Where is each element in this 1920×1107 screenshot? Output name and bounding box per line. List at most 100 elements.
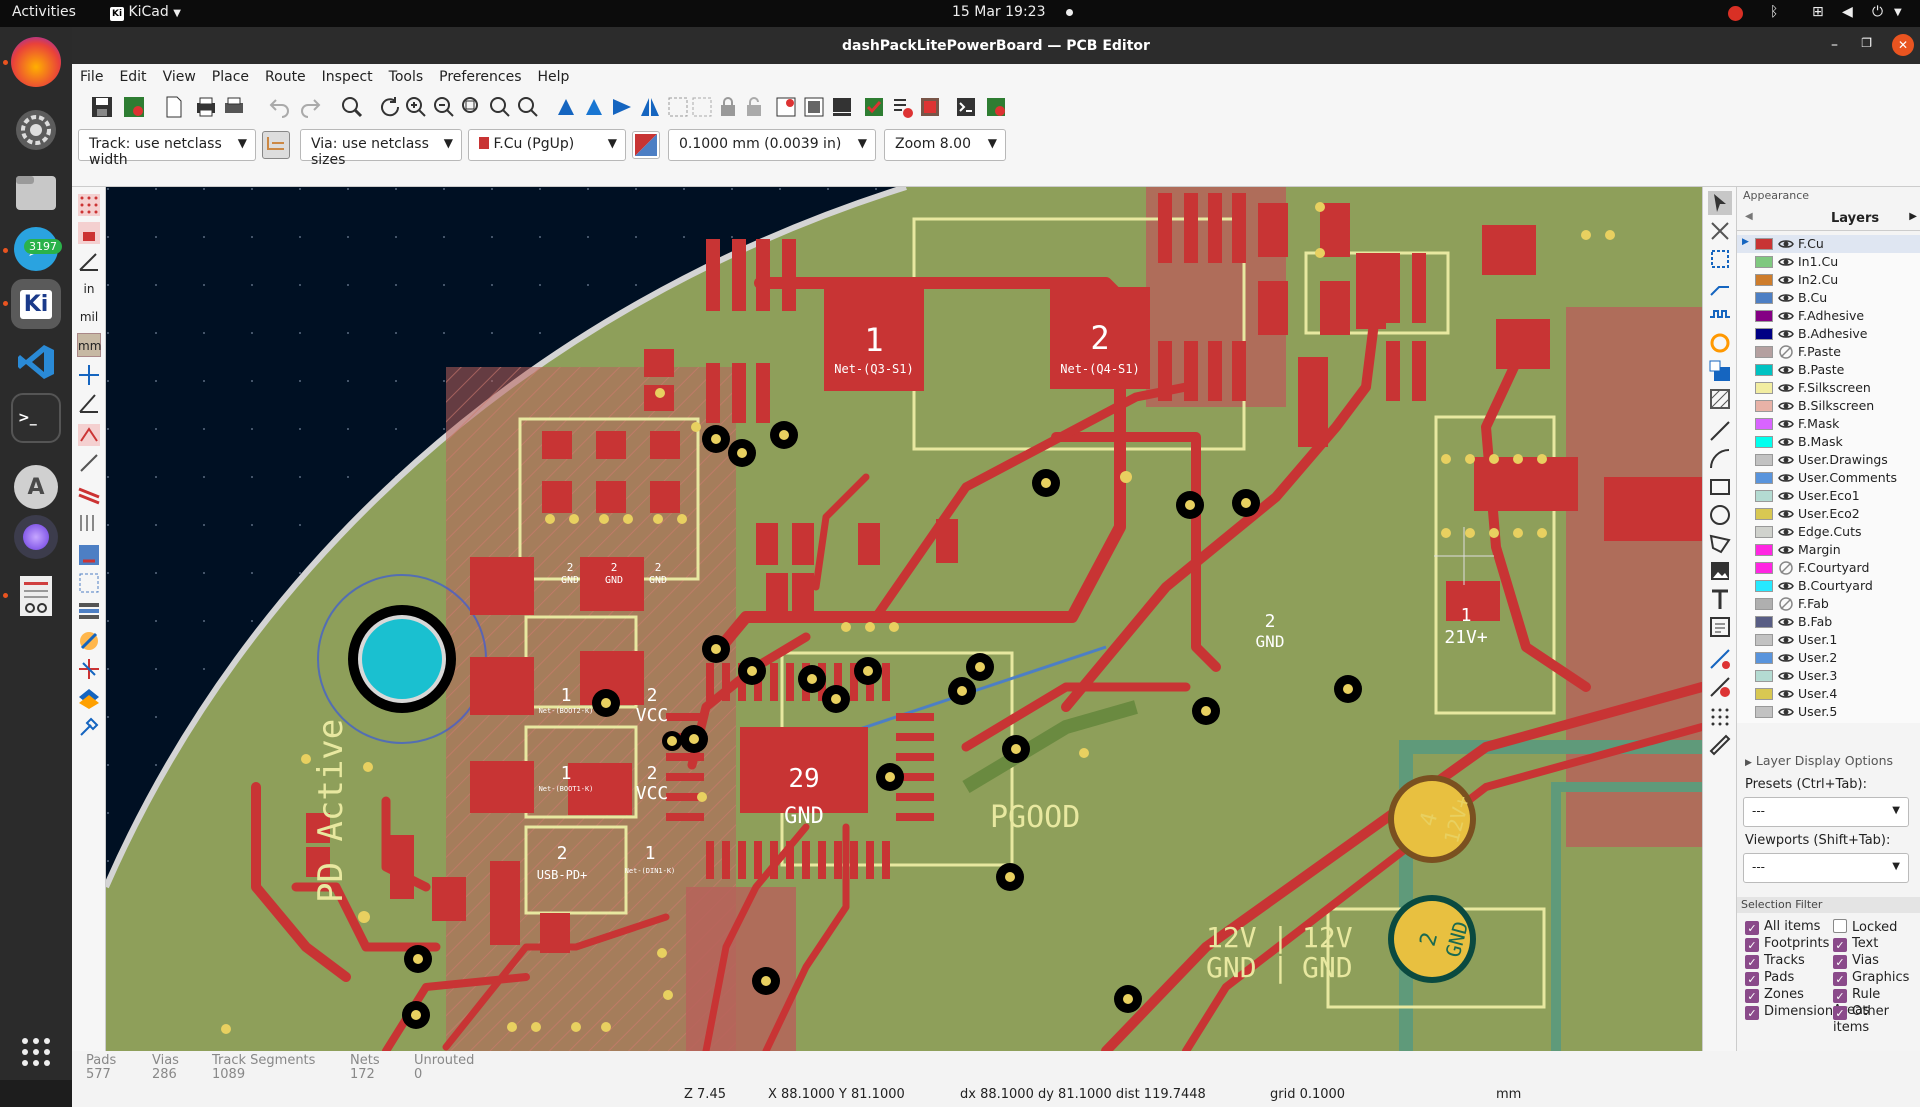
menu-preferences[interactable]: Preferences [439,68,522,85]
layer-color-swatch[interactable] [1755,508,1773,520]
layer-color-swatch[interactable] [1755,616,1773,628]
angle-snap-icon[interactable] [77,391,101,415]
layer-row[interactable]: B.Courtyard [1737,577,1920,595]
eye-icon[interactable] [1778,272,1794,288]
add-footprint-icon[interactable] [1708,247,1732,271]
layer-row[interactable]: In2.Cu [1737,271,1920,289]
layer-color-swatch[interactable] [1755,364,1773,376]
local-ratsnest-icon[interactable] [1708,219,1732,243]
zoom-fit-icon[interactable] [460,95,484,119]
menu-help[interactable]: Help [537,68,570,85]
eye-hidden-icon[interactable] [1778,344,1794,360]
layer-color-swatch[interactable] [1755,688,1773,700]
plugin-icon[interactable] [984,95,1008,119]
select-arrow-icon[interactable] [1708,191,1732,215]
layer-row[interactable]: User.3 [1737,667,1920,685]
layers-manager-icon[interactable] [77,687,101,711]
python-console-icon[interactable] [954,95,978,119]
pcb-canvas[interactable]: 1 Net-(Q3-S1) 2 Net-(Q4-S1) 2 GND 1 21V+… [106,187,1702,1051]
layer-color-swatch[interactable] [1755,652,1773,664]
drc-icon[interactable] [890,95,914,119]
eye-icon[interactable] [1778,650,1794,666]
filter-checkbox[interactable]: ✓Vias [1833,953,1879,969]
window-titlebar[interactable]: dashPackLitePowerBoard — PCB Editor – ❐ … [72,27,1920,64]
layer-row[interactable]: Margin [1737,541,1920,559]
app-center-icon[interactable]: A [14,465,58,509]
filter-checkbox[interactable]: ✓Text [1833,936,1878,952]
layer-row[interactable]: ▶F.Cu [1737,235,1920,253]
undo-icon[interactable] [268,95,292,119]
lock-icon[interactable] [716,95,740,119]
eye-icon[interactable] [1778,452,1794,468]
zoom-in-icon[interactable] [404,95,428,119]
layer-row[interactable]: B.Adhesive [1737,325,1920,343]
layer-color-swatch[interactable] [1755,400,1773,412]
layer-row[interactable]: F.Fab [1737,595,1920,613]
menu-route[interactable]: Route [265,68,306,85]
filter-checkbox[interactable]: Locked [1833,919,1897,935]
layer-color-swatch[interactable] [1755,382,1773,394]
eye-icon[interactable] [1778,398,1794,414]
minimize-icon[interactable]: – [1831,37,1838,53]
filter-checkbox[interactable]: ✓All items [1745,919,1820,935]
eye-hidden-icon[interactable] [1778,560,1794,576]
layer-color-swatch[interactable] [1755,634,1773,646]
curved-ratsnest-icon[interactable] [77,451,101,475]
power-icon[interactable]: ⏻ [1872,4,1884,20]
layer-color-swatch[interactable] [1755,526,1773,538]
layer-color-swatch[interactable] [1755,310,1773,322]
tab-layers[interactable]: Layers [1831,211,1880,226]
draw-circle-icon[interactable] [1708,503,1732,527]
auto-track-width-toggle[interactable] [262,131,290,159]
layer-color-swatch[interactable] [1755,706,1773,718]
layer-row[interactable]: User.Drawings [1737,451,1920,469]
layer-row[interactable]: User.1 [1737,631,1920,649]
zone-outline-icon[interactable] [77,571,101,595]
layer-color-swatch[interactable] [1755,256,1773,268]
set-grid-origin-icon[interactable] [1708,705,1732,729]
layer-color-swatch[interactable] [1755,292,1773,304]
units-inches-button[interactable]: in [83,282,95,296]
zoom-selection-icon[interactable] [516,95,540,119]
netnames-icon[interactable] [77,629,101,653]
eye-icon[interactable] [1778,668,1794,684]
eye-icon[interactable] [1778,614,1794,630]
mirror-icon[interactable] [638,95,662,119]
chrome-tray-icon[interactable] [1728,6,1743,21]
board-setup-icon[interactable] [122,95,146,119]
draw-polygon-icon[interactable] [1708,531,1732,555]
eye-icon[interactable] [1778,326,1794,342]
layer-row[interactable]: F.Silkscreen [1737,379,1920,397]
show-apps-icon[interactable] [11,1027,61,1077]
print-icon[interactable] [194,95,218,119]
find-icon[interactable] [340,95,364,119]
filter-checkbox[interactable]: ✓Dimensions [1745,1004,1840,1020]
eye-icon[interactable] [1778,434,1794,450]
grid-toggle-icon[interactable] [77,193,101,217]
eye-icon[interactable] [1778,632,1794,648]
layer-row[interactable]: B.Fab [1737,613,1920,631]
layer-color-swatch[interactable] [1755,544,1773,556]
layer-color-swatch[interactable] [1755,418,1773,430]
filter-checkbox[interactable]: ✓Footprints [1745,936,1829,952]
eye-icon[interactable] [1778,254,1794,270]
save-icon[interactable] [90,95,114,119]
group-icon[interactable] [666,95,690,119]
eye-icon[interactable] [1778,236,1794,252]
clock[interactable]: 15 Mar 19:23 [952,4,1046,20]
add-dimension-icon[interactable] [1708,647,1732,671]
eye-icon[interactable] [1778,308,1794,324]
update-pcb-from-schematic-icon[interactable] [774,95,798,119]
zone-fill-display-icon[interactable] [77,543,101,567]
layer-row[interactable]: User.Eco2 [1737,505,1920,523]
board-statistics-icon[interactable] [862,95,886,119]
add-rule-area-icon[interactable] [1708,387,1732,411]
tab-scroll-left-icon[interactable]: ◀ [1745,211,1753,222]
layer-row[interactable]: B.Cu [1737,289,1920,307]
filter-checkbox[interactable]: ✓Graphics [1833,970,1909,986]
eye-icon[interactable] [1778,686,1794,702]
show-footprint-editor-icon[interactable] [802,95,826,119]
viewports-select[interactable]: --- ▼ [1743,853,1909,883]
files-icon[interactable] [11,167,61,217]
eye-icon[interactable] [1778,470,1794,486]
